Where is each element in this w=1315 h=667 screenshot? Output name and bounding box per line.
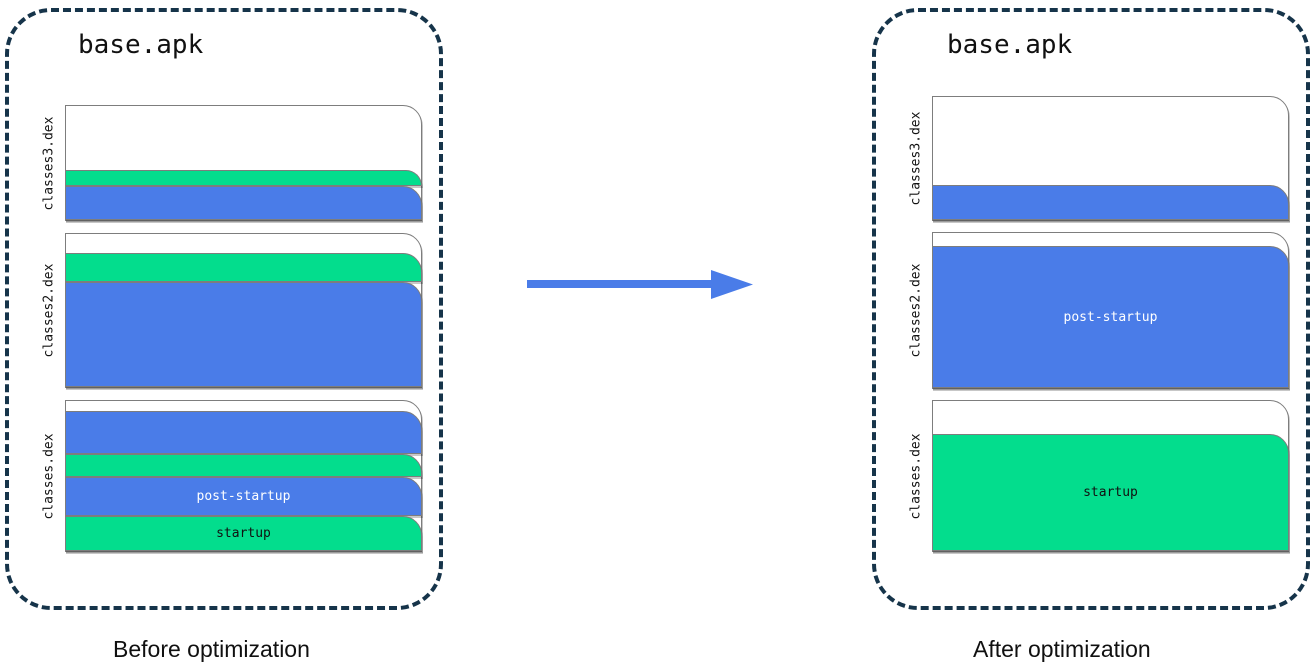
dex-label-after-classes2: classes2.dex [908,263,924,358]
dex-group-after-classes: classes.dex startup [905,400,1289,552]
segment-startup [65,170,422,186]
apk-container-after [872,8,1310,610]
segment-post-startup-labeled: post-startup [932,246,1289,388]
dex-group-before-classes2: classes2.dex [38,233,422,388]
caption-after: After optimization [973,636,1151,662]
apk-title-after: base.apk [947,30,1073,60]
dex-label-before-classes2: classes2.dex [41,263,57,358]
dex-label-before-classes: classes.dex [41,432,57,520]
apk-title-before: base.apk [78,30,204,60]
dex-box-before-classes: post-startup startup [65,400,422,552]
segment-startup [65,253,422,282]
dex-group-before-classes3: classes3.dex [38,105,422,221]
dex-box-after-classes: startup [932,400,1289,552]
dex-box-before-classes2 [65,233,422,388]
dex-label-after-classes: classes.dex [908,432,924,520]
dex-group-before-classes: classes.dex post-startup startup [38,400,422,552]
segment-post-startup [65,186,422,220]
caption-before: Before optimization [113,636,310,662]
dex-group-after-classes3: classes3.dex [905,96,1289,221]
dex-label-before-classes3: classes3.dex [41,116,57,210]
transform-arrow [527,262,753,310]
segment-startup-labeled: startup [65,516,422,551]
dex-box-before-classes3 [65,105,422,221]
segment-startup [65,454,422,477]
dex-box-after-classes3 [932,96,1289,221]
segment-post-startup [932,185,1289,220]
segment-startup-labeled: startup [932,434,1289,551]
dex-group-after-classes2: classes2.dex post-startup [905,232,1289,389]
segment-post-startup-labeled: post-startup [65,477,422,516]
arrow-icon [527,270,753,299]
dex-label-after-classes3: classes3.dex [908,111,924,206]
segment-post-startup [65,411,422,454]
dex-box-after-classes2: post-startup [932,232,1289,389]
apk-container-before [5,8,443,610]
segment-post-startup [65,282,422,387]
